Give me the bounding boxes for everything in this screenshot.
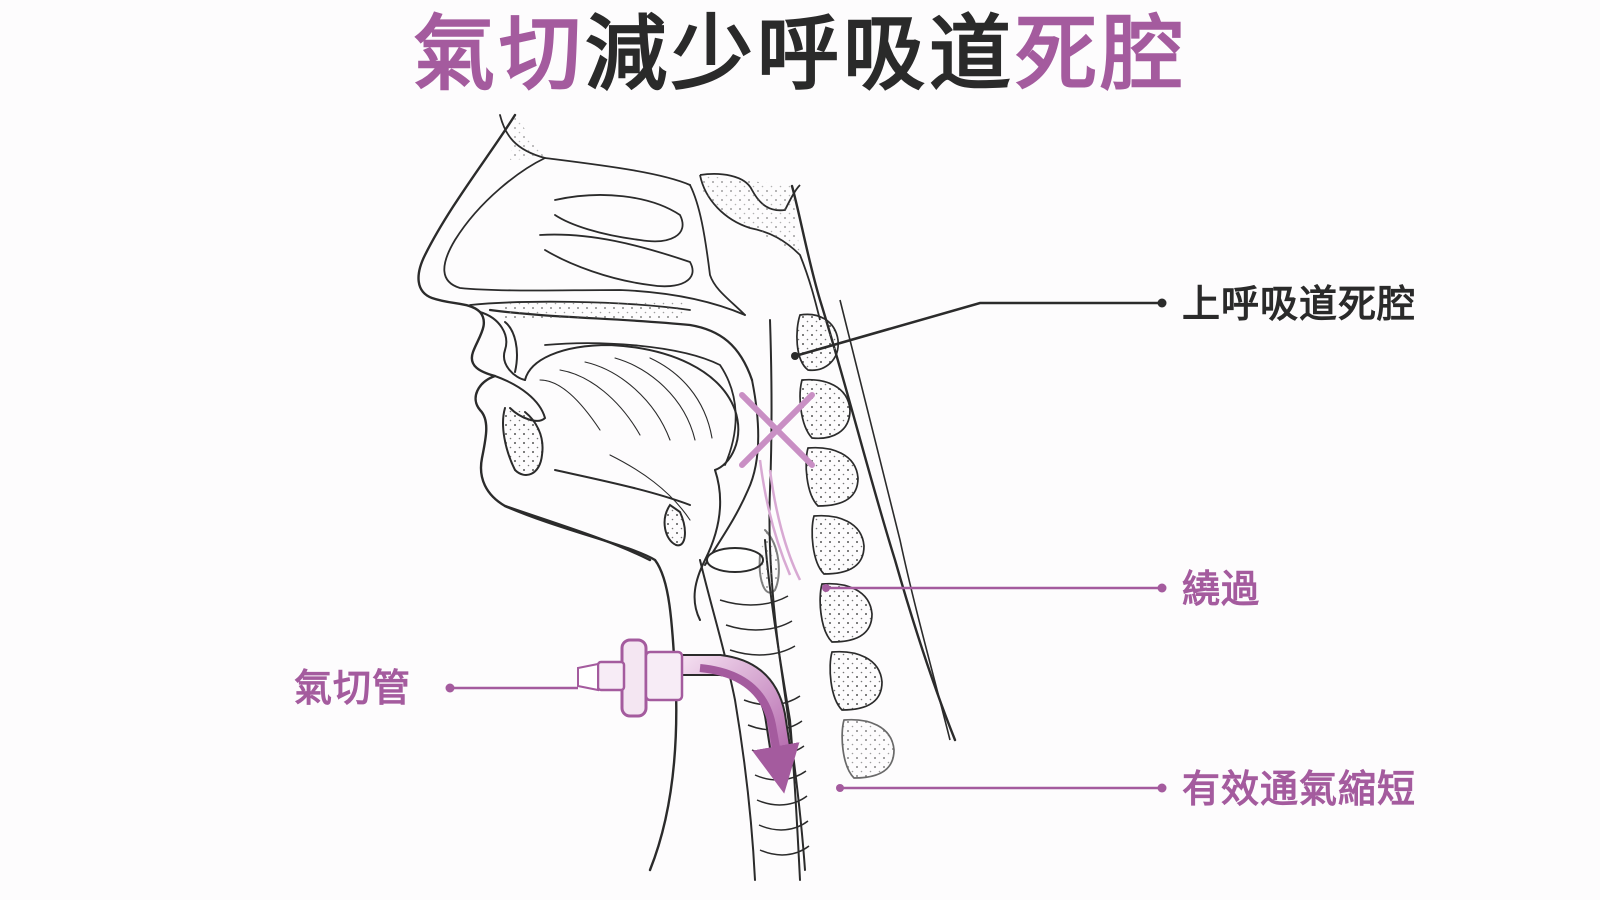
larynx-front xyxy=(699,559,756,881)
upper-lip xyxy=(479,311,526,381)
label-shortened: 有效通氣縮短 xyxy=(1182,767,1417,811)
leader-upper-dead-space xyxy=(794,301,1162,358)
diagram-title: 氣切減少呼吸道死腔 xyxy=(0,14,1600,96)
title-part-3: 死腔 xyxy=(1015,7,1188,102)
oral-cavity xyxy=(479,311,740,521)
spinal-canal xyxy=(839,299,951,741)
upper-teeth xyxy=(504,321,518,373)
chin-line xyxy=(503,504,652,562)
title-part-2: 減少呼吸道 xyxy=(584,7,1015,102)
head-profile xyxy=(417,113,957,872)
title-part-1: 氣切 xyxy=(412,7,585,102)
face-outline xyxy=(417,113,678,872)
bypassed-airway xyxy=(758,459,802,581)
label-bypass: 繞過 xyxy=(1182,567,1261,611)
nasal-cavity xyxy=(443,114,754,466)
leader-lines xyxy=(445,298,1167,793)
skull-base xyxy=(510,115,821,321)
label-upper-dead-space: 上呼吸道死腔 xyxy=(1182,282,1417,326)
lower-teeth xyxy=(502,407,544,476)
tracheostomy-tube xyxy=(577,638,800,794)
tongue xyxy=(524,343,740,471)
tube-flange xyxy=(620,638,648,718)
cervical-spine xyxy=(796,313,895,779)
blocked-x-mark xyxy=(739,392,815,468)
back-of-neck xyxy=(790,184,957,742)
label-trach-tube: 氣切管 xyxy=(294,666,412,710)
epiglottis xyxy=(663,503,686,547)
